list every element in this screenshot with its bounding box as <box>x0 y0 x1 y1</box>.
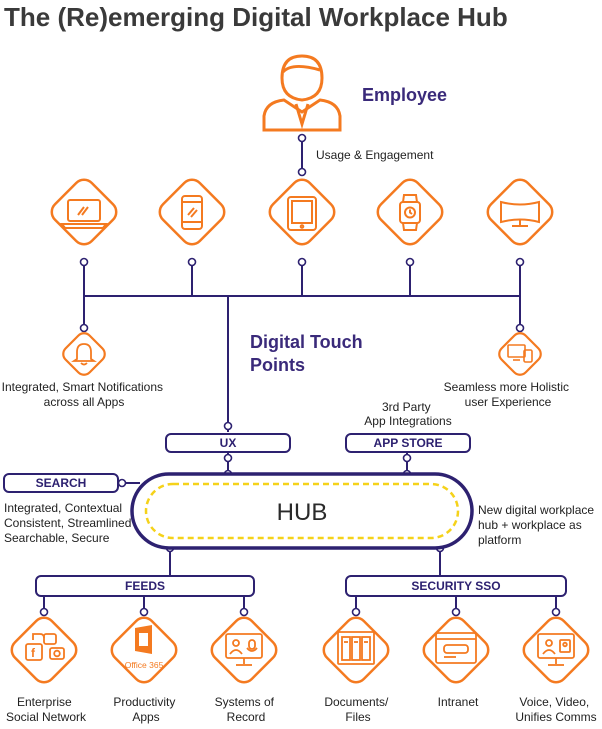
feeds-label: FEEDS <box>125 579 165 593</box>
security-sso-box: SECURITY SSO <box>345 575 567 597</box>
office-365-icon: Office 365 <box>125 625 164 670</box>
video-call-icon <box>537 633 575 666</box>
intranet-icon <box>435 632 477 664</box>
device-curved-monitor <box>486 178 554 246</box>
output-labels: Enterprise Social Network Productivity A… <box>6 695 597 724</box>
ux-label: UX <box>220 436 237 450</box>
device-laptop <box>50 178 118 246</box>
smartwatch-icon <box>399 194 421 231</box>
employee-icon <box>262 54 342 132</box>
output-systems-of-record <box>210 616 278 684</box>
output-enterprise-social: f <box>10 616 78 684</box>
third-party-integrations-text: 3rd Party App Integrations <box>364 400 451 428</box>
search-description: Integrated, Contextual Consistent, Strea… <box>4 501 135 545</box>
output-label-enterprise-social: Enterprise Social Network <box>6 695 87 724</box>
bell-icon <box>71 343 97 366</box>
svg-text:f: f <box>31 646 36 660</box>
device-tablet <box>268 178 336 246</box>
office-365-badge: Office 365 <box>125 660 164 670</box>
laptop-icon <box>60 199 108 229</box>
output-label-systems-of-record: Systems of Record <box>215 695 278 724</box>
devices-icon <box>507 344 533 363</box>
app-store-label: APP STORE <box>374 436 443 450</box>
ux-box: UX <box>165 433 291 453</box>
digital-touch-points-label: Digital Touch Points <box>250 332 368 375</box>
output-voice-video <box>522 616 590 684</box>
social-network-icon: f <box>25 633 65 661</box>
employee-label: Employee <box>362 85 447 105</box>
notifications-text: Integrated, Smart Notifications across a… <box>2 380 167 409</box>
search-box: SEARCH <box>3 473 119 493</box>
curved-monitor-icon <box>500 200 540 227</box>
hub-label: HUB <box>277 499 328 526</box>
tablet-icon <box>287 196 317 231</box>
hub-node: HUB <box>130 472 474 550</box>
output-label-voice-video: Voice, Video, Unifies Comms <box>515 695 596 724</box>
device-smartwatch <box>376 178 444 246</box>
output-label-intranet: Intranet <box>438 695 479 709</box>
output-label-documents: Documents/ Files <box>324 695 391 724</box>
usage-engagement-label: Usage & Engagement <box>316 148 434 162</box>
page-title: The (Re)emerging Digital Workplace Hub <box>4 2 508 32</box>
notifications-node <box>62 332 106 376</box>
device-smartphone <box>158 178 226 246</box>
output-intranet <box>422 616 490 684</box>
app-store-box: APP STORE <box>345 433 471 453</box>
documents-icon <box>337 631 375 665</box>
smartphone-icon <box>181 195 203 230</box>
holistic-experience-node <box>498 332 542 376</box>
output-productivity: Office 365 <box>110 616 178 684</box>
systems-of-record-icon <box>225 633 263 666</box>
feeds-box: FEEDS <box>35 575 255 597</box>
search-label: SEARCH <box>36 476 87 490</box>
output-label-productivity: Productivity Apps <box>113 695 178 724</box>
holistic-experience-text: Seamless more Holistic user Experience <box>444 380 573 409</box>
security-sso-label: SECURITY SSO <box>411 579 500 593</box>
platform-description: New digital workplace hub + workplace as… <box>478 503 597 547</box>
output-documents <box>322 616 390 684</box>
